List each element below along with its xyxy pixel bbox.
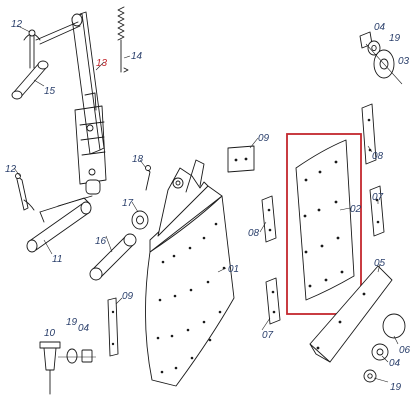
callout-05[interactable]: 05 xyxy=(374,258,386,269)
callout-11[interactable]: 11 xyxy=(52,254,62,265)
part-14-spring[interactable] xyxy=(117,6,129,73)
part-19-washer-right[interactable] xyxy=(363,369,377,383)
part-06-disc[interactable] xyxy=(382,313,406,339)
callout-labels: 12 13 14 15 12 11 18 17 16 09 09 10 19 0… xyxy=(5,19,411,393)
callout-18[interactable]: 18 xyxy=(132,154,144,165)
callout-12-middle[interactable]: 12 xyxy=(5,164,17,175)
callout-02[interactable]: 02 xyxy=(350,204,362,215)
part-04-nut-right[interactable] xyxy=(371,343,389,361)
part-07-wear-piece-right[interactable] xyxy=(369,185,385,237)
selected-part-highlight xyxy=(286,133,362,315)
part-17-bushing[interactable] xyxy=(131,210,149,230)
part-04-nut-left[interactable] xyxy=(81,349,93,363)
part-16-pivot-pin[interactable] xyxy=(89,233,137,281)
callout-03[interactable]: 03 xyxy=(398,56,410,67)
part-01-moldboard[interactable] xyxy=(145,159,235,387)
callout-10[interactable]: 10 xyxy=(44,328,56,339)
part-12-pin-middle[interactable] xyxy=(15,173,35,211)
callout-17[interactable]: 17 xyxy=(122,198,134,209)
callout-08-left[interactable]: 08 xyxy=(248,228,260,239)
callout-14[interactable]: 14 xyxy=(131,51,143,62)
callout-09-bottom[interactable]: 09 xyxy=(122,291,134,302)
part-08-wear-piece-right[interactable] xyxy=(361,103,377,165)
part-02-cutting-edge[interactable] xyxy=(295,139,355,301)
callout-19-right[interactable]: 19 xyxy=(390,382,402,393)
part-09-plate-top[interactable] xyxy=(227,145,255,173)
part-08-wear-piece-left[interactable] xyxy=(261,195,277,243)
callout-16[interactable]: 16 xyxy=(95,236,107,247)
part-15-lift-link[interactable] xyxy=(11,60,49,100)
callout-04-right[interactable]: 04 xyxy=(389,358,401,369)
callout-08-right[interactable]: 08 xyxy=(372,151,384,162)
callout-12-top[interactable]: 12 xyxy=(11,19,23,30)
part-19-washer-top[interactable] xyxy=(367,40,381,56)
part-11-cross-tube[interactable] xyxy=(26,195,93,253)
callout-13[interactable]: 13 xyxy=(96,58,108,69)
part-10-bolt[interactable] xyxy=(39,341,61,395)
callout-19-left[interactable]: 19 xyxy=(66,317,78,328)
callout-06[interactable]: 06 xyxy=(399,345,411,356)
leader-lines xyxy=(13,25,399,383)
part-18-clip[interactable] xyxy=(145,165,151,191)
callout-19-top[interactable]: 19 xyxy=(389,33,401,44)
part-12-pin-top[interactable] xyxy=(23,29,41,69)
part-19-washer-left[interactable] xyxy=(66,348,78,364)
callout-04-top[interactable]: 04 xyxy=(374,22,386,33)
lift-frame-assembly[interactable] xyxy=(35,11,107,195)
callout-01[interactable]: 01 xyxy=(228,264,239,275)
part-09-plate-bottom[interactable] xyxy=(107,297,119,357)
part-07-wear-piece-left[interactable] xyxy=(265,277,281,325)
callout-07-left[interactable]: 07 xyxy=(262,330,274,341)
callout-15[interactable]: 15 xyxy=(44,86,56,97)
callout-04-left[interactable]: 04 xyxy=(78,323,90,334)
moldboard-bolt-holes xyxy=(156,222,226,374)
callout-07-right[interactable]: 07 xyxy=(372,192,384,203)
callout-09-top[interactable]: 09 xyxy=(258,133,270,144)
part-05-skid-shoe[interactable] xyxy=(309,265,393,363)
